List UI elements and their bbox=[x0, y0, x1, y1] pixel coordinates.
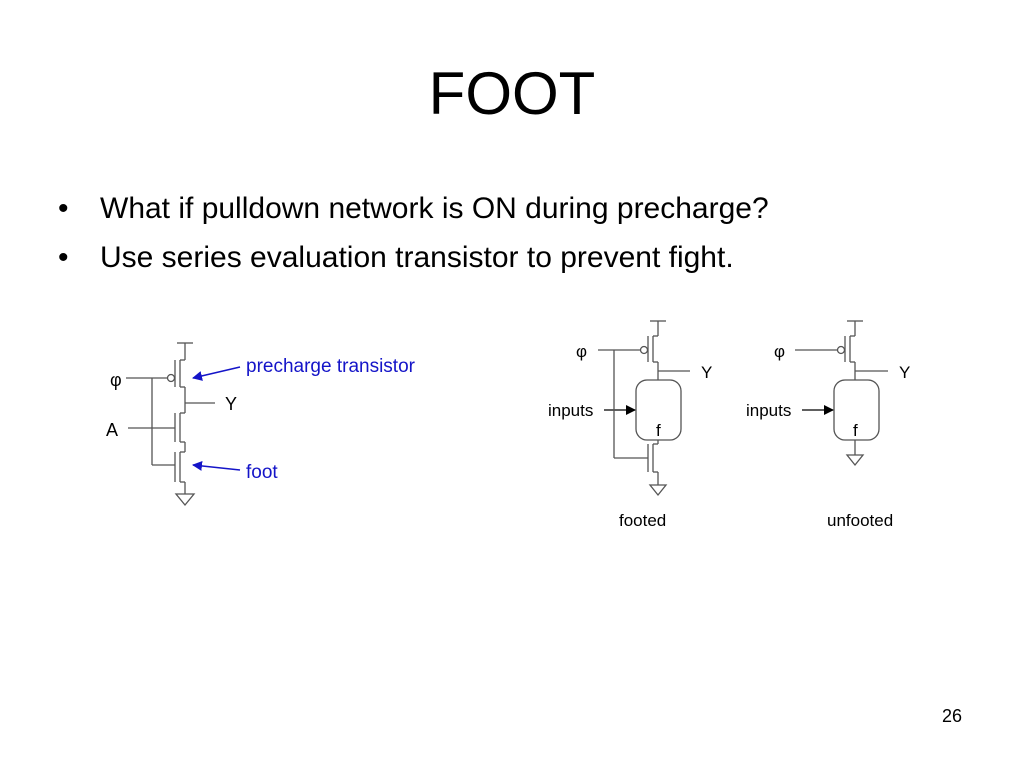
block-label: f bbox=[853, 421, 858, 440]
slide-title: FOOT bbox=[428, 60, 596, 127]
phi-label: φ bbox=[110, 370, 122, 390]
foot-annotation: foot bbox=[246, 462, 278, 483]
phi-label: φ bbox=[576, 342, 587, 361]
bullet-dot: • bbox=[58, 192, 69, 225]
precharge-annotation: precharge transistor bbox=[246, 356, 416, 377]
precharge-pmos bbox=[166, 343, 186, 388]
foot-nmos bbox=[614, 443, 658, 473]
bullet-item: • Use series evaluation transistor to pre… bbox=[58, 235, 769, 284]
ground-icon bbox=[845, 454, 865, 467]
pulldown-network-block bbox=[833, 379, 880, 441]
unfooted-schematic: f φ Y inputs unfooted bbox=[746, 320, 910, 530]
input-a-label: A bbox=[106, 420, 118, 440]
output-y-label: Y bbox=[899, 363, 910, 382]
bullet-item: • What if pulldown network is ON during p… bbox=[58, 186, 769, 235]
ground-icon bbox=[174, 493, 196, 507]
precharge-arrow bbox=[192, 366, 241, 381]
output-y-label: Y bbox=[701, 363, 712, 382]
unfooted-caption: unfooted bbox=[827, 511, 893, 530]
foot-arrow bbox=[192, 460, 241, 471]
input-nmos bbox=[128, 403, 186, 443]
precharge-pmos bbox=[639, 321, 659, 363]
dynamic-gate-schematic: φ A Y precharge transistor foot bbox=[106, 342, 416, 507]
footed-caption: footed bbox=[619, 511, 666, 530]
bullet-text: Use series evaluation transistor to prev… bbox=[100, 241, 734, 274]
page-number: 26 bbox=[941, 706, 962, 726]
foot-nmos bbox=[152, 442, 186, 483]
bullet-dot: • bbox=[58, 241, 69, 274]
bullet-list: • What if pulldown network is ON during p… bbox=[58, 186, 769, 284]
block-label: f bbox=[656, 421, 661, 440]
output-y-label: Y bbox=[225, 394, 237, 414]
ground-icon bbox=[648, 484, 668, 497]
phi-label: φ bbox=[774, 342, 785, 361]
inputs-label: inputs bbox=[746, 401, 791, 420]
inputs-label: inputs bbox=[548, 401, 593, 420]
footed-schematic: f φ Y inputs footed bbox=[548, 320, 712, 530]
bullet-text: What if pulldown network is ON during pr… bbox=[100, 192, 769, 225]
precharge-pmos bbox=[836, 321, 856, 363]
